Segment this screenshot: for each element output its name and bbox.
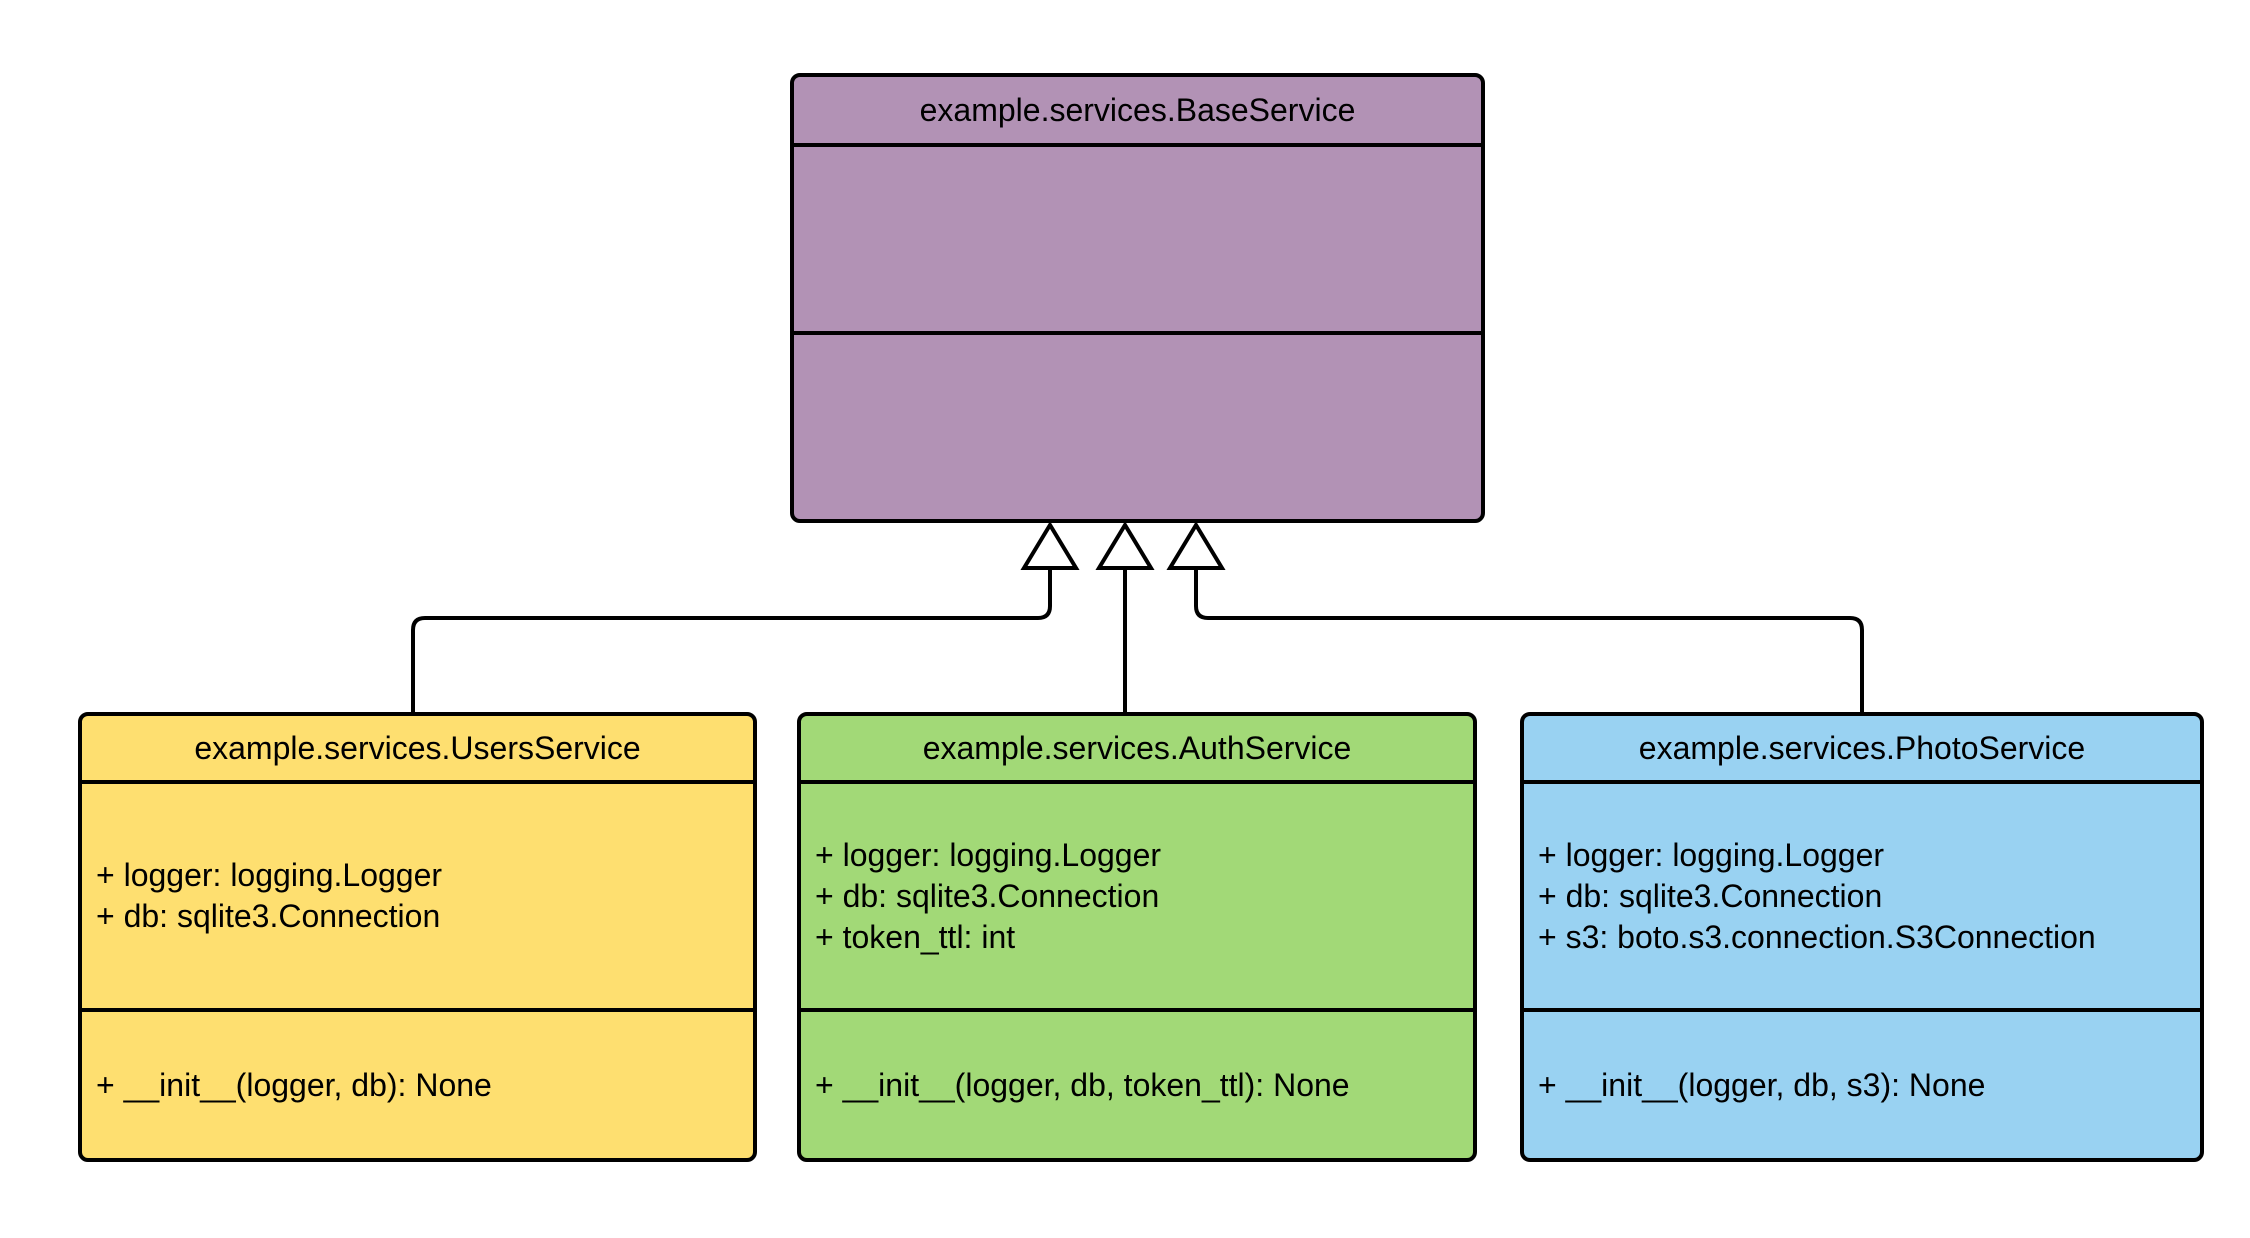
class-title: example.services.BaseService bbox=[794, 77, 1481, 147]
class-attribute: + s3: boto.s3.connection.S3Connection bbox=[1538, 918, 2096, 955]
class-methods-compartment: + __init__(logger, db, s3): None bbox=[1524, 1012, 2200, 1158]
class-box-baseservice[interactable]: example.services.BaseService bbox=[790, 73, 1485, 523]
class-title: example.services.PhotoService bbox=[1524, 716, 2200, 784]
class-methods-compartment: + __init__(logger, db, token_ttl): None bbox=[801, 1012, 1473, 1158]
class-attribute: + db: sqlite3.Connection bbox=[96, 898, 441, 934]
class-attributes-compartment: + logger: logging.Logger + db: sqlite3.C… bbox=[1524, 784, 2200, 1012]
class-method: + __init__(logger, db, token_ttl): None bbox=[815, 1066, 1350, 1103]
class-attributes-compartment: + logger: logging.Logger + db: sqlite3.C… bbox=[801, 784, 1473, 1012]
class-box-photoservice[interactable]: example.services.PhotoService + logger: … bbox=[1520, 712, 2204, 1162]
class-method: + __init__(logger, db, s3): None bbox=[1538, 1066, 1986, 1103]
inheritance-triangle-icon bbox=[1166, 521, 1226, 570]
class-title: example.services.AuthService bbox=[801, 716, 1473, 784]
class-attribute: + logger: logging.Logger bbox=[815, 836, 1162, 873]
inheritance-triangle-icon bbox=[1020, 521, 1080, 570]
class-box-usersservice[interactable]: example.services.UsersService + logger: … bbox=[78, 712, 757, 1162]
class-box-authservice[interactable]: example.services.AuthService + logger: l… bbox=[797, 712, 1477, 1162]
class-methods-compartment: + __init__(logger, db): None bbox=[82, 1012, 753, 1158]
connector-users-to-base bbox=[411, 568, 1052, 712]
class-method: + __init__(logger, db): None bbox=[96, 1066, 492, 1103]
inheritance-triangle-icon bbox=[1095, 521, 1155, 570]
class-title: example.services.UsersService bbox=[82, 716, 753, 784]
connector-group bbox=[411, 521, 1864, 712]
class-attribute: + db: sqlite3.Connection bbox=[1538, 877, 1883, 914]
class-attributes-compartment: + logger: logging.Logger + db: sqlite3.C… bbox=[82, 784, 753, 1012]
class-attribute: + token_ttl: int bbox=[815, 918, 1016, 955]
class-methods-compartment bbox=[794, 335, 1481, 519]
class-attribute: + db: sqlite3.Connection bbox=[815, 877, 1160, 914]
class-attribute: + logger: logging.Logger bbox=[1538, 836, 1885, 873]
connector-photo-to-base bbox=[1194, 568, 1864, 712]
class-attribute: + logger: logging.Logger bbox=[96, 857, 443, 893]
class-attributes-compartment bbox=[794, 147, 1481, 335]
